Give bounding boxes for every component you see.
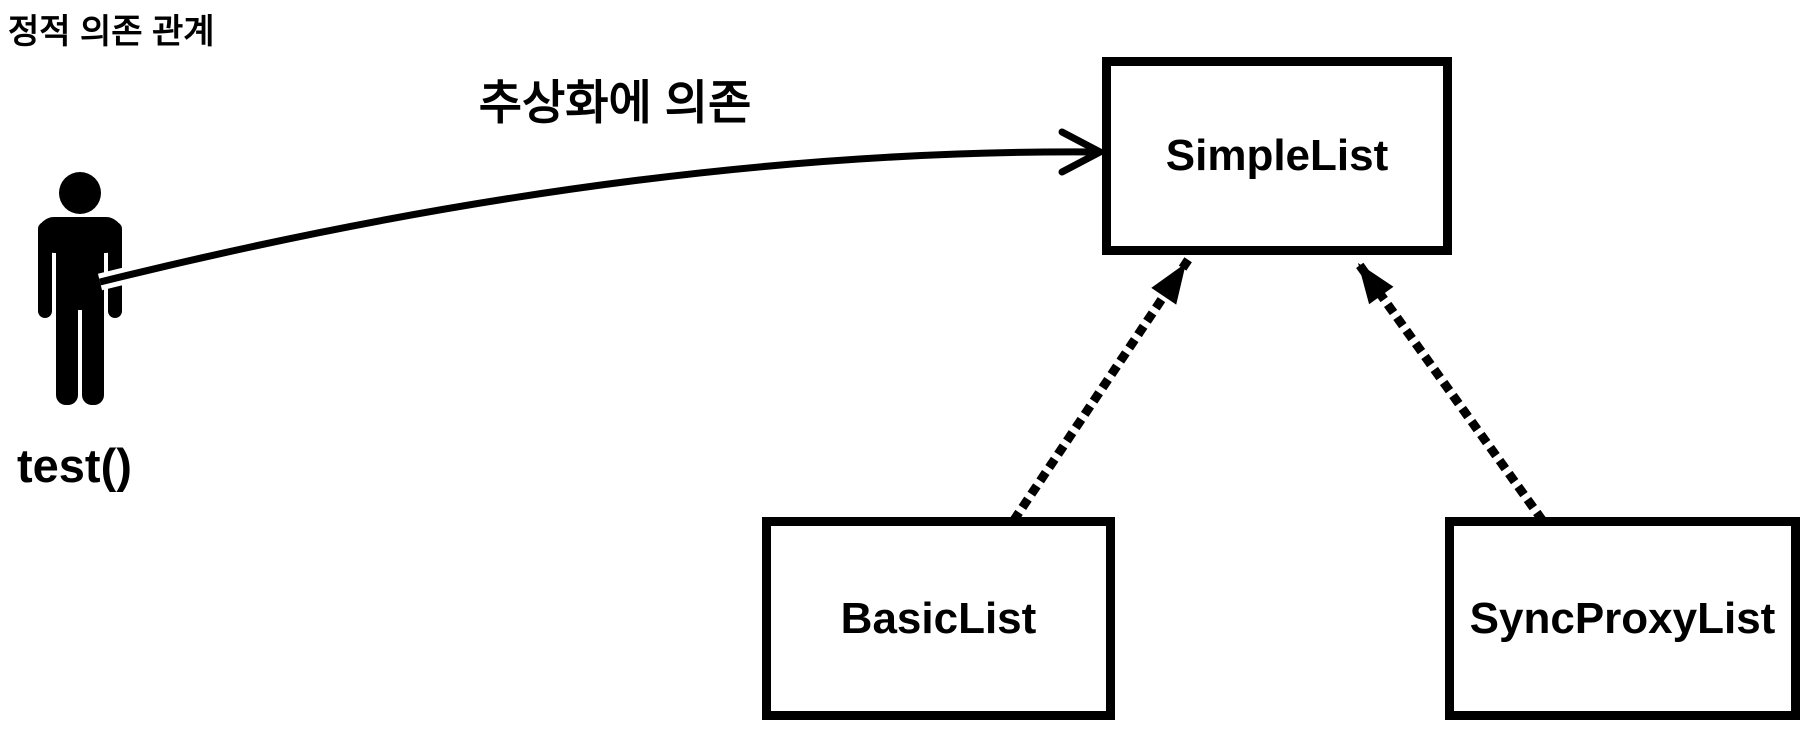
diagram-title: 정적 의존 관계 (8, 13, 215, 51)
realization-arrow-syncproxylist (1351, 256, 1547, 524)
node-syncproxylist-label: SyncProxyList (1469, 593, 1776, 643)
node-basiclist: BasicList (762, 517, 1115, 720)
node-simplelist: SimpleList (1102, 57, 1452, 255)
node-syncproxylist: SyncProxyList (1445, 517, 1800, 720)
node-simplelist-label: SimpleList (1165, 131, 1389, 180)
person-icon (38, 172, 122, 405)
realization-arrow-basiclist (1009, 256, 1193, 524)
node-basiclist-label: BasicList (840, 593, 1037, 643)
dependency-edge-label: 추상화에 의존 (478, 76, 752, 129)
dependency-arrowhead-icon (1058, 128, 1104, 176)
actor-label: test() (17, 439, 132, 492)
dependency-arrow (97, 128, 1104, 291)
